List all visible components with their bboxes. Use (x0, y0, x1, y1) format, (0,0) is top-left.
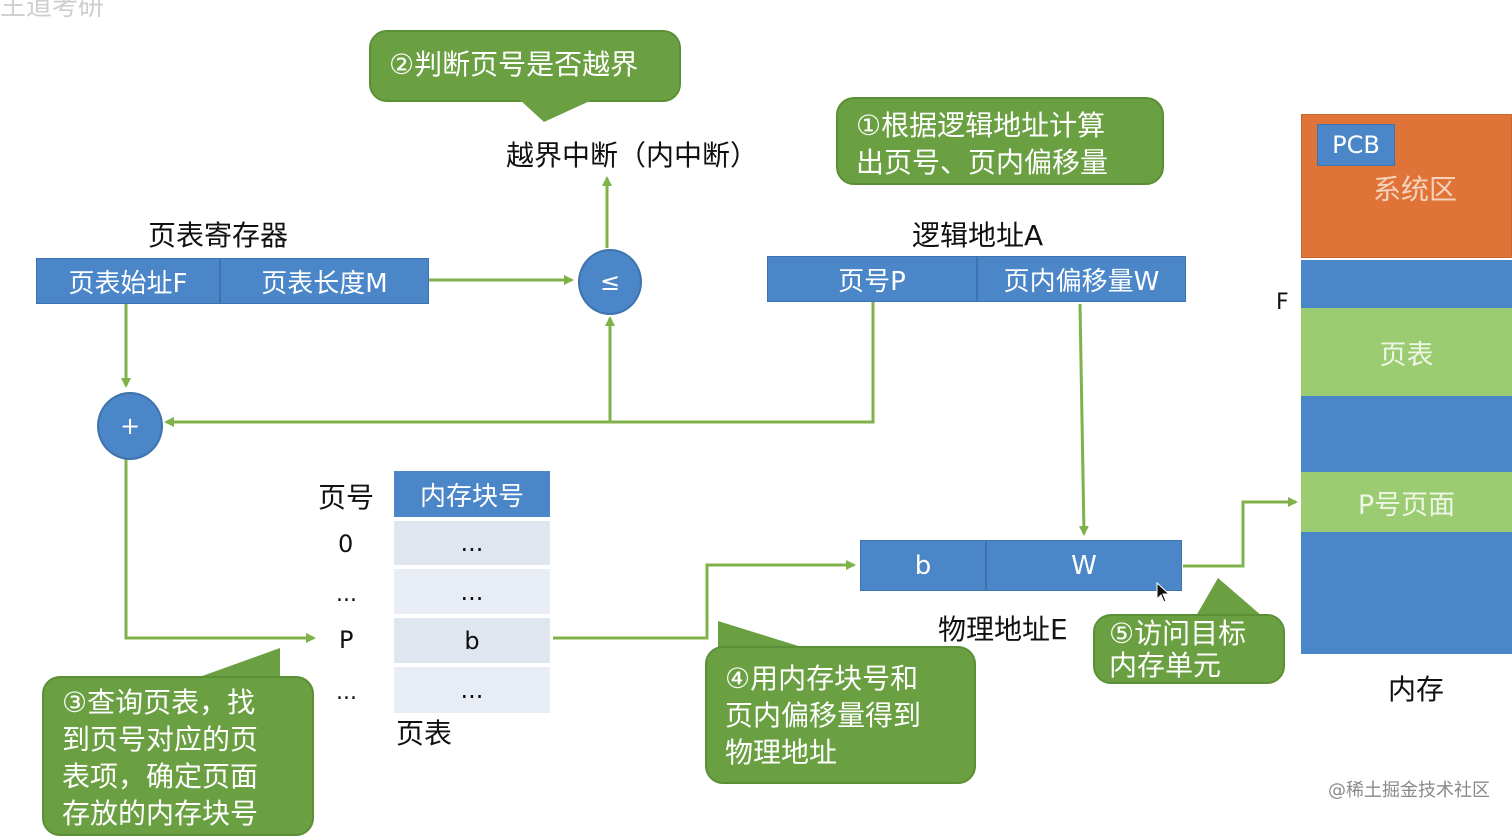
callout-step-2-tail (520, 100, 592, 122)
arrow-block-to-physical (553, 560, 856, 640)
memory-system-area (1301, 114, 1512, 258)
arrow-offset-to-physical (1078, 303, 1089, 536)
page-table-row-block: ... (394, 569, 550, 614)
page-table-row-block: b (394, 618, 550, 663)
page-table-row-page: P (339, 626, 354, 654)
memory-page-table: 页表 (1301, 308, 1512, 396)
callout-step-2: ②判断页号是否越界 (369, 30, 681, 102)
callout-step-4-line: 页内偏移量得到 (725, 699, 922, 732)
memory-p-page: P号页面 (1301, 472, 1512, 532)
callout-step-4: ④用内存块号和 页内偏移量得到 物理地址 (705, 646, 976, 784)
callout-step-3: ③查询页表，找 到页号对应的页 表项，确定页面 存放的内存块号 (42, 676, 314, 836)
memory-block (1301, 532, 1512, 654)
page-table-length-cell: 页表长度M (220, 258, 429, 304)
plus-circle: + (97, 392, 163, 460)
page-table-col-page: 页号 (318, 481, 375, 514)
memory-pcb: PCB (1317, 124, 1395, 166)
callout-step-4-tail (718, 621, 808, 649)
page-table-row-block: ... (394, 521, 550, 565)
page-table-start-cell: 页表始址F (36, 258, 220, 304)
page-table-row-page: ... (336, 582, 357, 607)
page-table-row-block: ... (394, 667, 550, 713)
memory-block (1301, 260, 1512, 308)
page-table-caption: 页表 (396, 717, 453, 750)
callout-step-4-line: ④用内存块号和 (725, 662, 919, 695)
callout-step-5: ⑤访问目标 内存单元 (1093, 614, 1285, 684)
callout-step-3-line: ③查询页表，找 (62, 686, 256, 719)
logical-offset-cell: 页内偏移量W (977, 256, 1186, 302)
page-table-col-block: 内存块号 (394, 471, 550, 517)
logical-address-title: 逻辑地址A (912, 219, 1044, 252)
arrow-plus-to-row-p (124, 458, 316, 643)
memory-block (1301, 396, 1512, 472)
memory-f-label: F (1276, 290, 1289, 315)
page-table-row-page: 0 (338, 530, 354, 558)
page-table-register-title: 页表寄存器 (148, 219, 289, 252)
page-table-row-page: ... (336, 680, 357, 705)
arrow-pageno-to-plus (164, 302, 875, 427)
compare-circle: ≤ (578, 249, 642, 315)
mouse-cursor-icon (1156, 582, 1171, 603)
physical-block-cell: b (860, 540, 986, 591)
callout-step-3-line: 表项，确定页面 (62, 760, 259, 793)
memory-caption: 内存 (1388, 673, 1445, 706)
memory-system-area-label: 系统区 (1373, 173, 1458, 206)
callout-step-3-line: 到页号对应的页 (62, 723, 259, 756)
watermark: @稀土掘金技术社区 (1328, 780, 1490, 801)
top-faint-label: 王道考研 (0, 0, 105, 22)
physical-offset-cell: W (986, 540, 1182, 591)
callout-step-4-line: 物理地址 (725, 736, 838, 769)
logical-page-no-cell: 页号P (767, 256, 977, 302)
arrow-physical-to-memory (1183, 497, 1298, 568)
callout-step-1: ①根据逻辑地址计算 出页号、页内偏移量 (836, 97, 1164, 185)
callout-step-5-line: ⑤访问目标 (1109, 617, 1247, 650)
callout-step-3-line: 存放的内存块号 (62, 797, 259, 830)
interrupt-label: 越界中断（内中断） (506, 139, 759, 172)
callout-step-1-line: 出页号、页内偏移量 (856, 146, 1109, 179)
callout-step-5-line: 内存单元 (1109, 649, 1222, 682)
callout-step-5-tail (1196, 578, 1262, 616)
callout-step-1-line: ①根据逻辑地址计算 (856, 109, 1106, 142)
physical-address-title: 物理地址E (938, 613, 1068, 646)
